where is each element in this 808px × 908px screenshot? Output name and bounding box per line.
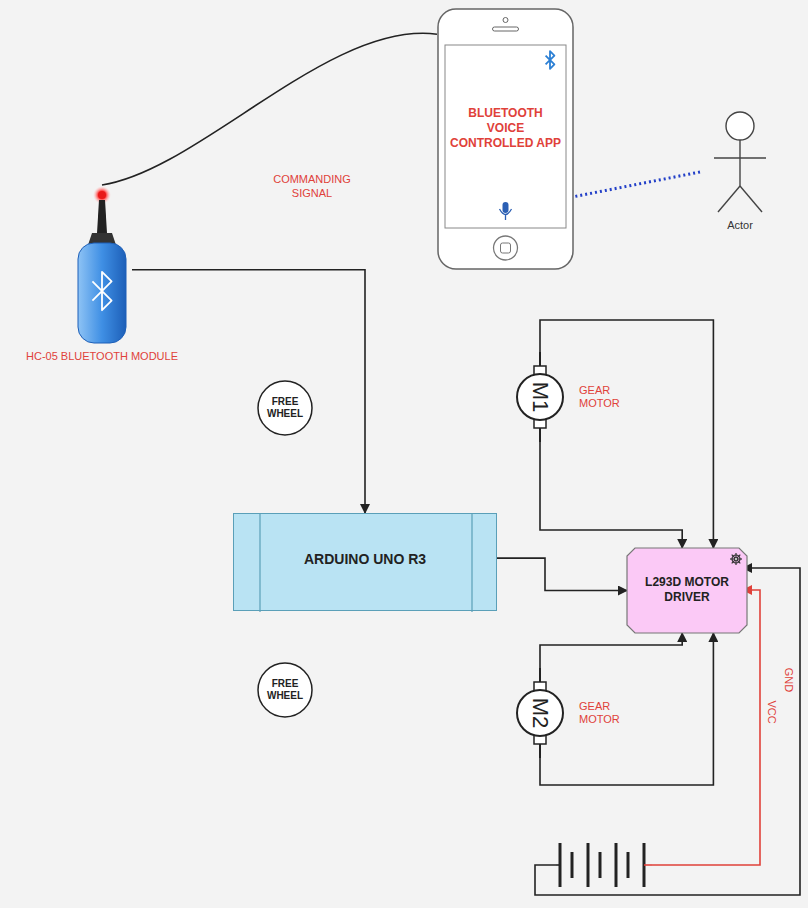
actor-figure	[700, 108, 780, 236]
wire-connector	[540, 633, 682, 668]
motor-type: GEAR MOTOR	[579, 384, 639, 410]
wheel-label: FREE WHEEL	[260, 380, 310, 420]
power-label: VCC	[765, 692, 779, 732]
board-label: ARDUINO UNO R3	[234, 514, 496, 604]
bluetooth-module: HC-05 BLUETOOTH MODULE	[72, 185, 132, 345]
smartphone: BLUETOOTH VOICE CONTROLLED APP	[437, 8, 574, 270]
motor-name: M2	[495, 690, 585, 736]
edge-label: COMMANDING SIGNAL	[262, 172, 362, 200]
motor-name: M1	[495, 374, 585, 420]
wire-connector	[540, 442, 682, 548]
wheel-label: FREE WHEEL	[260, 662, 310, 702]
free-wheel: FREE WHEEL	[257, 380, 313, 436]
gear-motor: M1GEAR MOTOR	[517, 352, 563, 442]
gear-motor: M2GEAR MOTOR	[517, 668, 563, 758]
ground-label: GND	[782, 660, 796, 700]
app-title: BLUETOOTH VOICE CONTROLLED APP	[450, 106, 562, 151]
motor-type: GEAR MOTOR	[579, 700, 639, 726]
arduino-board: ARDUINO UNO R3	[233, 513, 497, 611]
wire-connector	[540, 320, 713, 548]
actor-label: Actor	[700, 108, 780, 232]
driver-label: L293D MOTOR DRIVER	[635, 548, 739, 605]
wire-connector	[132, 270, 365, 513]
voice-link	[574, 172, 700, 197]
signal-curve	[102, 33, 437, 185]
motor-driver: L293D MOTOR DRIVER	[627, 548, 747, 633]
battery-symbol	[556, 843, 652, 887]
actor: Actor	[700, 108, 780, 236]
module-label: HC-05 BLUETOOTH MODULE	[12, 350, 192, 363]
wire-connector	[540, 633, 713, 785]
free-wheel: FREE WHEEL	[257, 662, 313, 718]
bluetooth-module-icon	[72, 185, 132, 345]
wire-connector	[497, 558, 627, 590]
